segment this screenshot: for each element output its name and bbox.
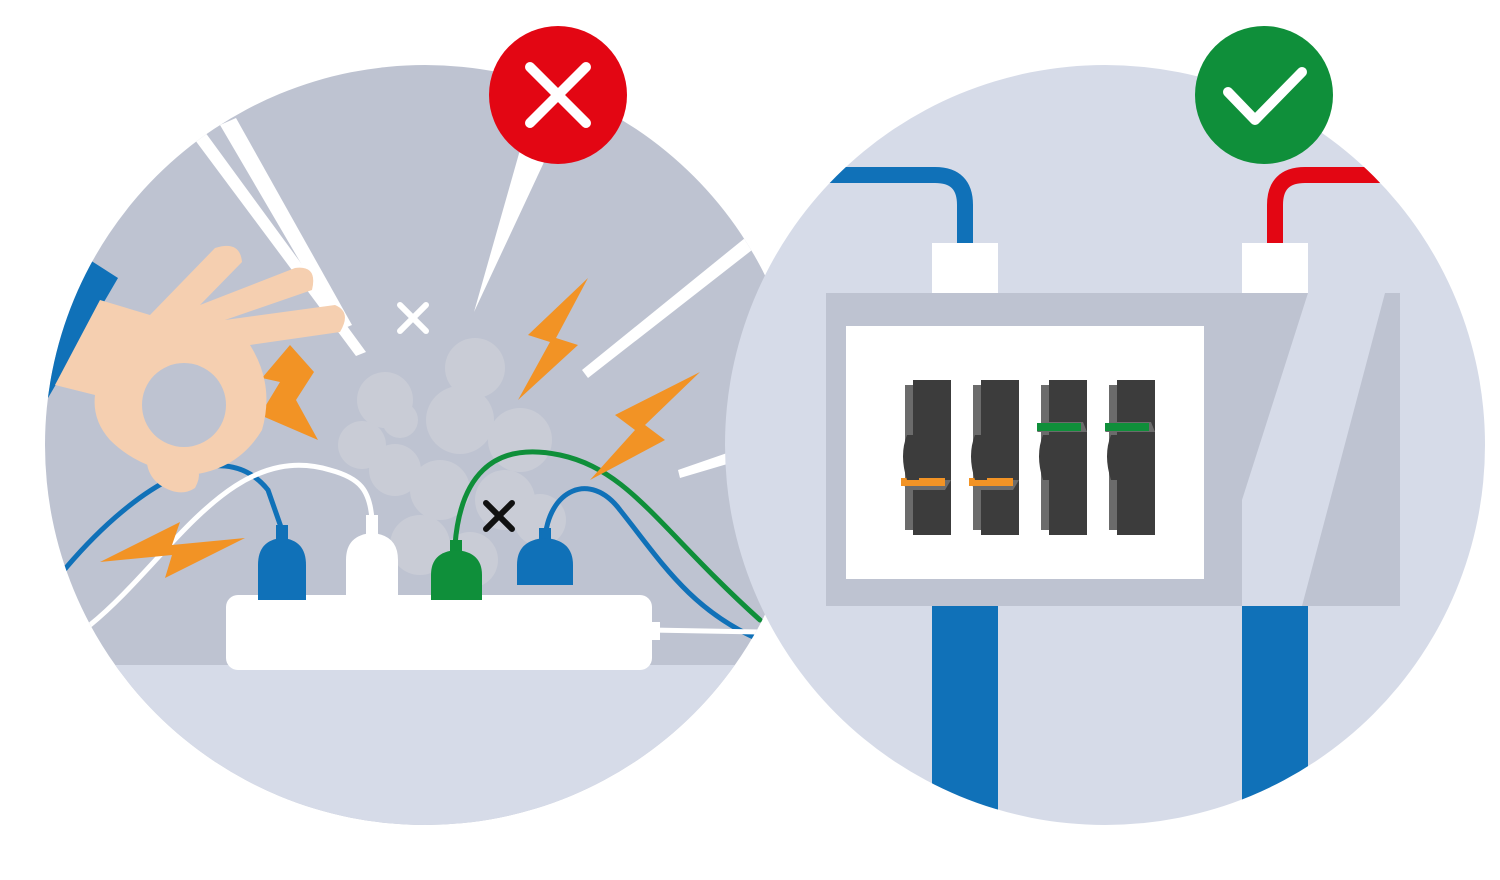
spark-bolt-4 [100, 522, 245, 578]
cable-blue-incoming [725, 167, 973, 250]
breaker-indicator [1105, 423, 1149, 431]
spark-bolt-3 [260, 345, 318, 440]
breaker-box-door [1242, 293, 1385, 606]
cross-icon [525, 62, 591, 128]
spark-bolt-2 [590, 372, 700, 480]
cable-red-incoming [1267, 167, 1485, 250]
breaker-3 [1037, 380, 1087, 535]
conduit-left [932, 600, 998, 825]
bad-example-panel [45, 65, 805, 825]
cable-gland-left [932, 243, 998, 295]
spark-bolt-1 [518, 278, 588, 400]
power-strip-cable-end [648, 622, 660, 640]
checkmark-icon [1223, 67, 1307, 125]
shock-lines [195, 118, 752, 478]
cable-strip-lead [647, 627, 763, 635]
cable-white [87, 462, 375, 628]
cable-green [452, 449, 763, 623]
cable-gland-right [1242, 243, 1308, 295]
breaker-2 [969, 380, 1019, 535]
power-strip [226, 595, 652, 670]
breaker-indicator [969, 478, 1013, 486]
plug-blue-right [517, 528, 573, 585]
spark-cross-black [483, 500, 515, 532]
thumb-finger-gap [142, 363, 226, 447]
plug-white [346, 515, 398, 600]
plug-green [431, 540, 482, 600]
breaker-indicator [1037, 423, 1081, 431]
spark-bolts [100, 278, 700, 578]
conduit-right [1242, 600, 1308, 825]
floor [45, 665, 805, 825]
breaker-1 [901, 380, 951, 535]
thumb [146, 440, 199, 493]
breaker-row [901, 380, 1155, 535]
palm [55, 245, 345, 475]
spark-cross-white [397, 302, 429, 334]
good-example-panel [725, 65, 1485, 825]
good-badge [1195, 26, 1333, 164]
bad-badge [474, 26, 627, 312]
plug-blue-left [258, 525, 306, 600]
cable-blue-right [542, 486, 763, 643]
breaker-4 [1105, 380, 1155, 535]
breaker-indicator [901, 478, 945, 486]
